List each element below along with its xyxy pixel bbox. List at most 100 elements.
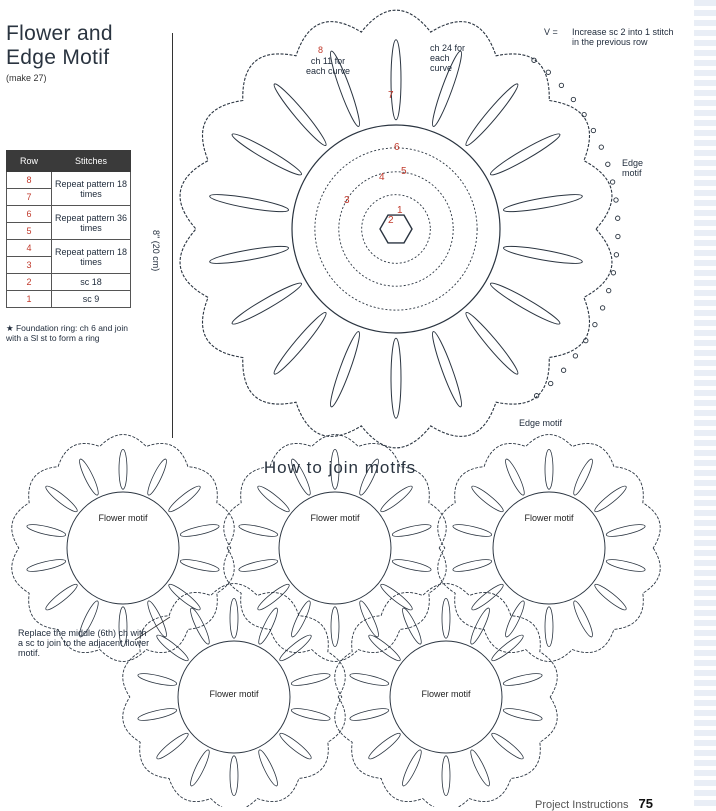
- page-number: 75: [639, 796, 653, 811]
- petal-loop: [366, 731, 402, 762]
- petal-loop: [429, 330, 466, 409]
- edge-motif-stitch: [610, 180, 614, 184]
- petal-loop: [255, 483, 291, 514]
- petal-loop: [137, 706, 178, 723]
- petal-loop: [488, 130, 562, 179]
- petal-loop: [209, 243, 290, 267]
- edge-motif-label-1: Edge motif: [622, 158, 662, 178]
- petal-loop: [230, 130, 304, 179]
- replace-note: Replace the middle (6th) ch with a sc to…: [18, 628, 153, 658]
- flower-motif-label: Flower motif: [310, 513, 359, 523]
- petal-loop: [137, 671, 178, 688]
- petal-loop: [462, 81, 521, 149]
- petal-loop: [255, 582, 291, 613]
- edge-motif-stitch: [546, 70, 550, 74]
- petal-loop: [256, 606, 280, 645]
- footer-section: Project Instructions: [535, 799, 629, 811]
- petal-loop: [290, 671, 331, 688]
- petal-loop: [271, 309, 330, 377]
- petal-loop: [502, 706, 543, 723]
- petal-loop: [545, 607, 553, 647]
- row-5-label: 5: [401, 166, 407, 177]
- petal-loop: [43, 582, 79, 613]
- petal-loop: [488, 279, 562, 328]
- petal-loop: [179, 557, 220, 574]
- edge-motif-stitch: [614, 198, 618, 202]
- ch24-note: ch 24 for each curve: [430, 43, 472, 73]
- petal-loop: [605, 522, 646, 539]
- petal-loop: [442, 756, 450, 796]
- petal-loop: [357, 599, 381, 638]
- petal-loop: [468, 748, 492, 787]
- petal-loop: [277, 632, 313, 663]
- petal-loop: [391, 557, 432, 574]
- row-6-label: 6: [394, 142, 400, 153]
- row-3-label: 3: [344, 195, 350, 206]
- petal-loop: [378, 483, 414, 514]
- petal-loop: [154, 731, 190, 762]
- row-4-label: 4: [379, 172, 385, 183]
- petal-loop: [238, 522, 279, 539]
- center-ring: [67, 492, 179, 604]
- petal-loop: [209, 191, 290, 215]
- edge-motif-stitch: [573, 354, 577, 358]
- page-footer: Project Instructions 75: [535, 796, 653, 811]
- petal-loop: [592, 582, 628, 613]
- petal-loop: [571, 599, 595, 638]
- edge-motif-stitch: [616, 216, 620, 220]
- petal-loop: [230, 756, 238, 796]
- petal-loop: [391, 40, 401, 120]
- petal-loop: [179, 522, 220, 539]
- edge-motif-stitch: [559, 83, 563, 87]
- edge-motif-stitch: [600, 306, 604, 310]
- petal-loop: [256, 748, 280, 787]
- petal-loop: [391, 522, 432, 539]
- center-ring: [292, 125, 500, 333]
- petal-loop: [188, 606, 212, 645]
- petal-loop: [391, 338, 401, 418]
- edge-motif-stitch: [571, 97, 575, 101]
- center-ring: [279, 492, 391, 604]
- petal-loop: [349, 671, 390, 688]
- center-ring: [493, 492, 605, 604]
- row-8-label: 8: [318, 45, 323, 55]
- petal-loop: [327, 330, 364, 409]
- petal-loop: [469, 483, 505, 514]
- petal-loop: [503, 243, 584, 267]
- edge-motif-label-2: Edge motif: [519, 418, 562, 428]
- petal-loop: [592, 483, 628, 514]
- edge-motif-stitch: [611, 271, 615, 275]
- flower-motif-label: Flower motif: [524, 513, 573, 523]
- petal-loop: [238, 557, 279, 574]
- edge-motif-stitch: [561, 368, 565, 372]
- flower-motif-label: Flower motif: [209, 689, 258, 699]
- petal-loop: [400, 606, 424, 645]
- petal-loop: [166, 582, 202, 613]
- petal-loop: [452, 522, 493, 539]
- petal-loop: [289, 599, 313, 638]
- petal-loop: [331, 607, 339, 647]
- edge-motif-stitch: [549, 381, 553, 385]
- edge-motif-stitch: [614, 253, 618, 257]
- join-title: How to join motifs: [0, 458, 680, 478]
- petal-loop: [166, 483, 202, 514]
- petal-loop: [43, 483, 79, 514]
- petal-loop: [290, 706, 331, 723]
- petal-loop: [378, 582, 414, 613]
- petal-loop: [26, 522, 67, 539]
- edge-motif-stitch: [584, 338, 588, 342]
- petal-loop: [452, 557, 493, 574]
- petal-loop: [462, 309, 521, 377]
- edge-motif-stitch: [591, 128, 595, 132]
- row-2-label: 2: [388, 215, 394, 226]
- ch11-note: ch 11 for each curve: [305, 56, 351, 76]
- edge-motif-stitch: [599, 145, 603, 149]
- flower-motif-label: Flower motif: [98, 513, 147, 523]
- petal-loop: [188, 748, 212, 787]
- petal-loop: [349, 706, 390, 723]
- petal-loop: [489, 731, 525, 762]
- flower-motif-label: Flower motif: [421, 689, 470, 699]
- petal-loop: [271, 81, 330, 149]
- petal-loop: [26, 557, 67, 574]
- petal-loop: [400, 748, 424, 787]
